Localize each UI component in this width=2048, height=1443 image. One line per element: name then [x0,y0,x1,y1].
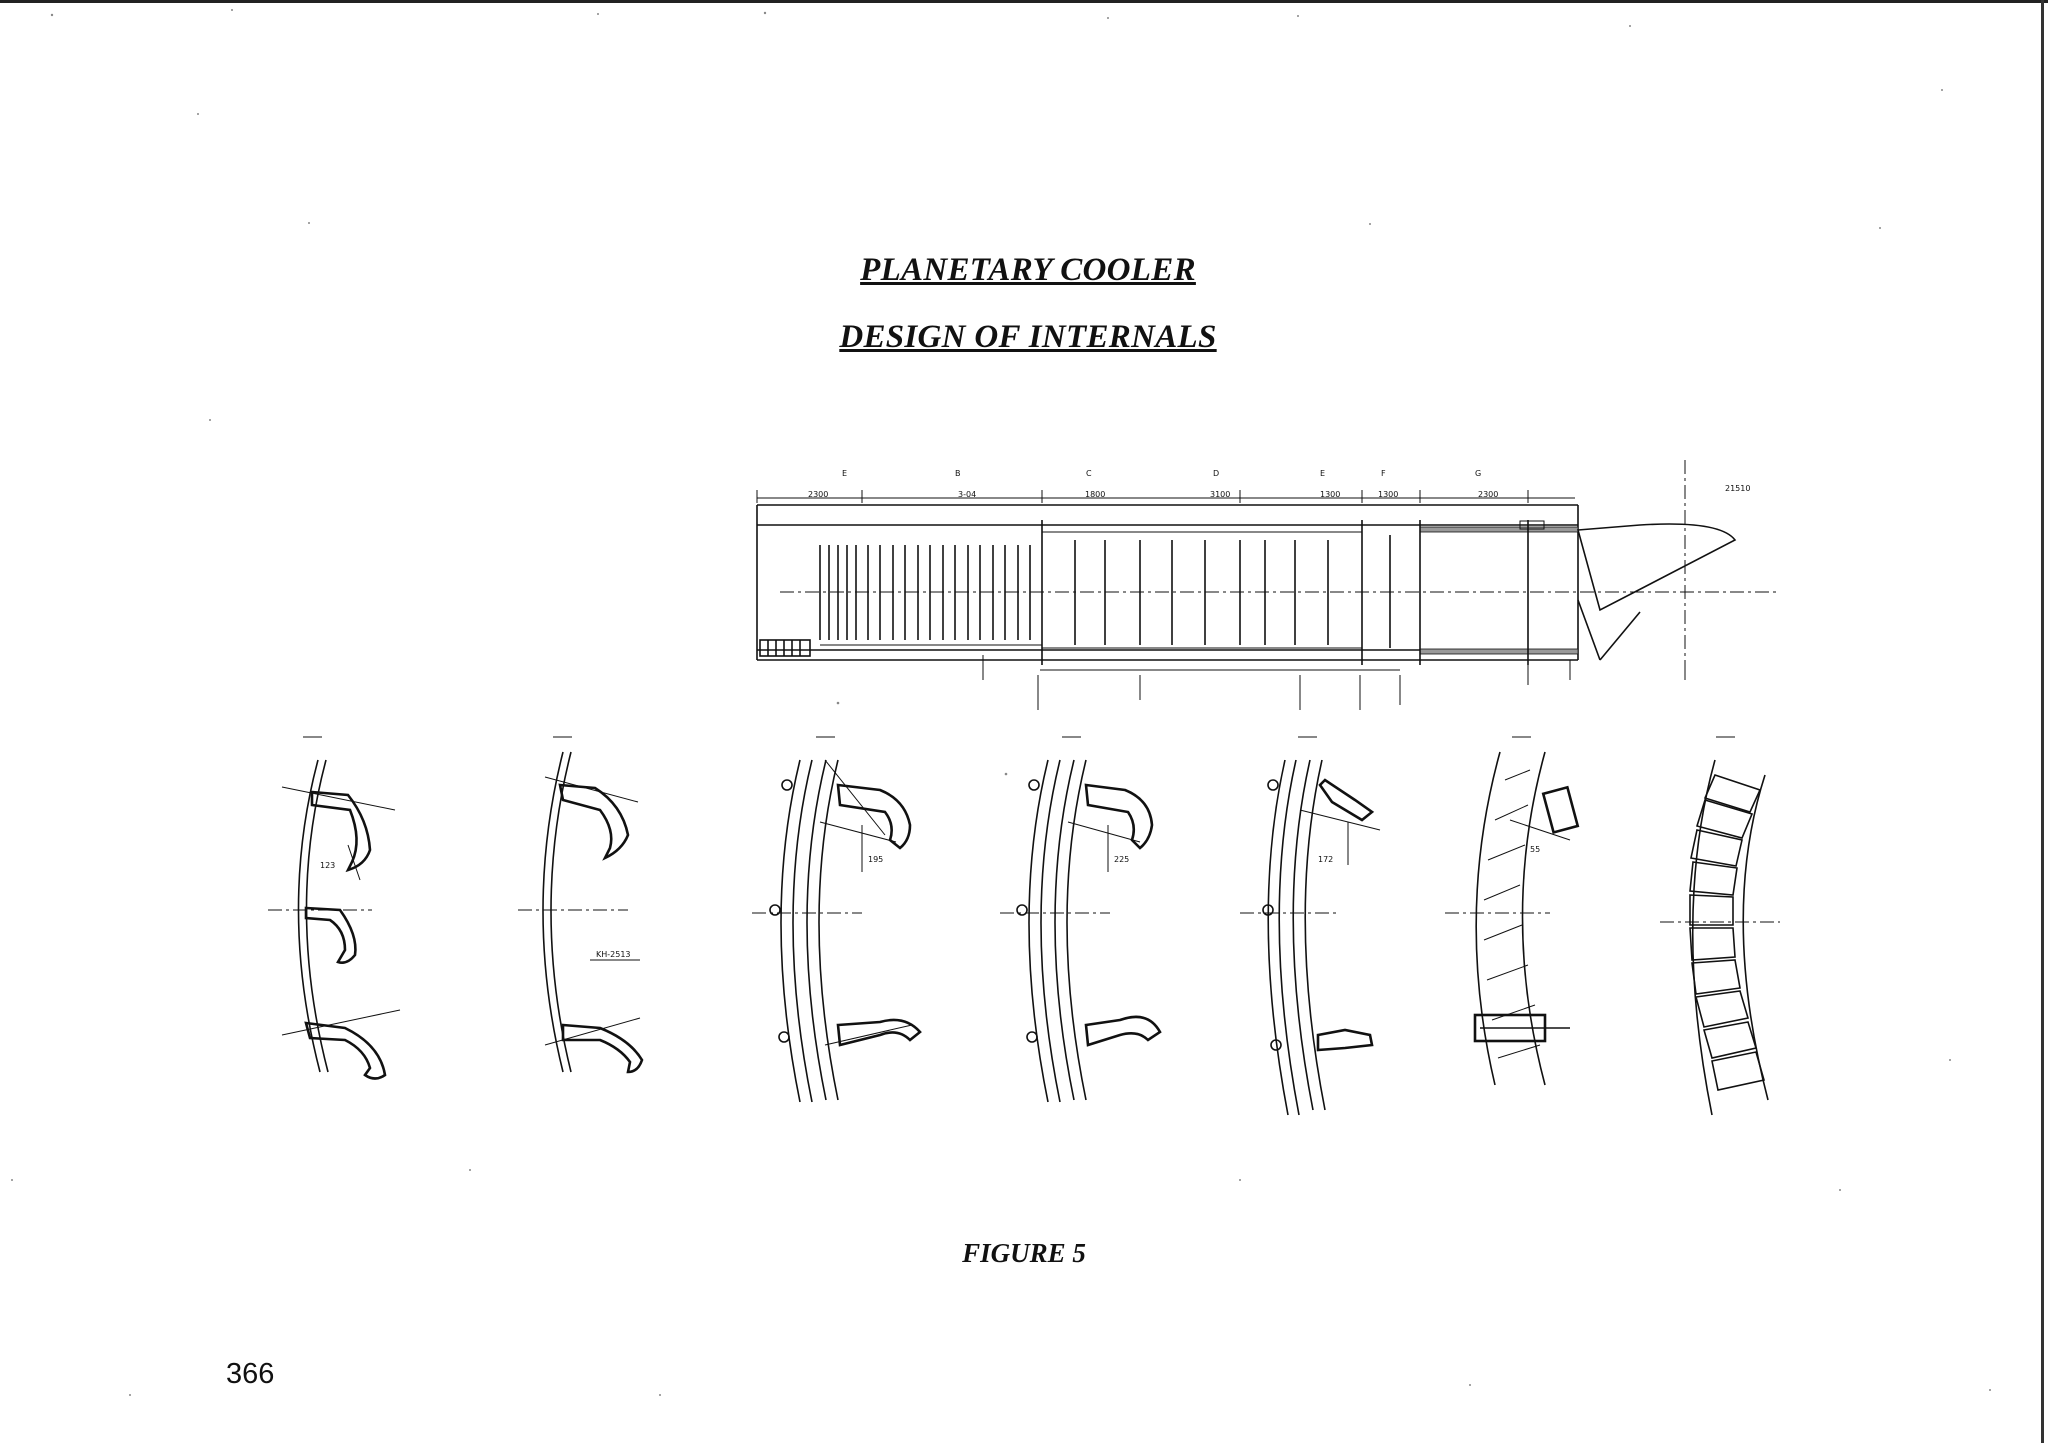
svg-text:2300: 2300 [808,490,828,499]
lifter-detail-c: 195 [752,736,922,1103]
svg-text:E: E [842,469,847,478]
page-title: PLANETARY COOLER [860,252,1196,288]
svg-text:55: 55 [1530,845,1540,854]
svg-text:21510: 21510 [1725,484,1750,493]
svg-text:G: G [1475,469,1481,478]
svg-text:172: 172 [1318,855,1333,864]
scan-noise [11,9,1991,1396]
svg-text:E: E [1320,469,1325,478]
scan-top-border [0,0,2048,3]
svg-text:2300: 2300 [1478,490,1498,499]
page-number: 366 [226,1358,275,1390]
scan-right-border [2041,0,2044,1443]
svg-text:1800: 1800 [1085,490,1105,499]
svg-text:225: 225 [1114,855,1129,864]
svg-text:B: B [955,469,961,478]
svg-text:F: F [1381,469,1386,478]
svg-text:1300: 1300 [1320,490,1340,499]
lifter-detail-f: 55 [1445,736,1580,1086]
svg-text:C: C [1086,469,1092,478]
svg-text:3100: 3100 [1210,490,1230,499]
lifter-detail-a: 123 [268,736,401,1080]
lifter-detail-e: 172 [1240,736,1381,1116]
page-subtitle: DESIGN OF INTERNALS [839,319,1217,355]
lifter-detail-b: KH-2513 [518,736,644,1074]
cooler-tube-longitudinal-section: 2300 3-04 1800 3100 1300 1300 2300 21510… [756,460,1780,710]
svg-text:D: D [1213,469,1219,478]
svg-text:195: 195 [868,855,883,864]
svg-text:KH-2513: KH-2513 [596,950,631,959]
svg-text:123: 123 [320,861,335,870]
svg-text:1300: 1300 [1378,490,1398,499]
svg-text:3-04: 3-04 [958,490,976,499]
lifter-detail-d: 225 [1000,736,1162,1103]
lifter-detail-g [1660,736,1780,1116]
figure-caption: FIGURE 5 [962,1238,1086,1268]
